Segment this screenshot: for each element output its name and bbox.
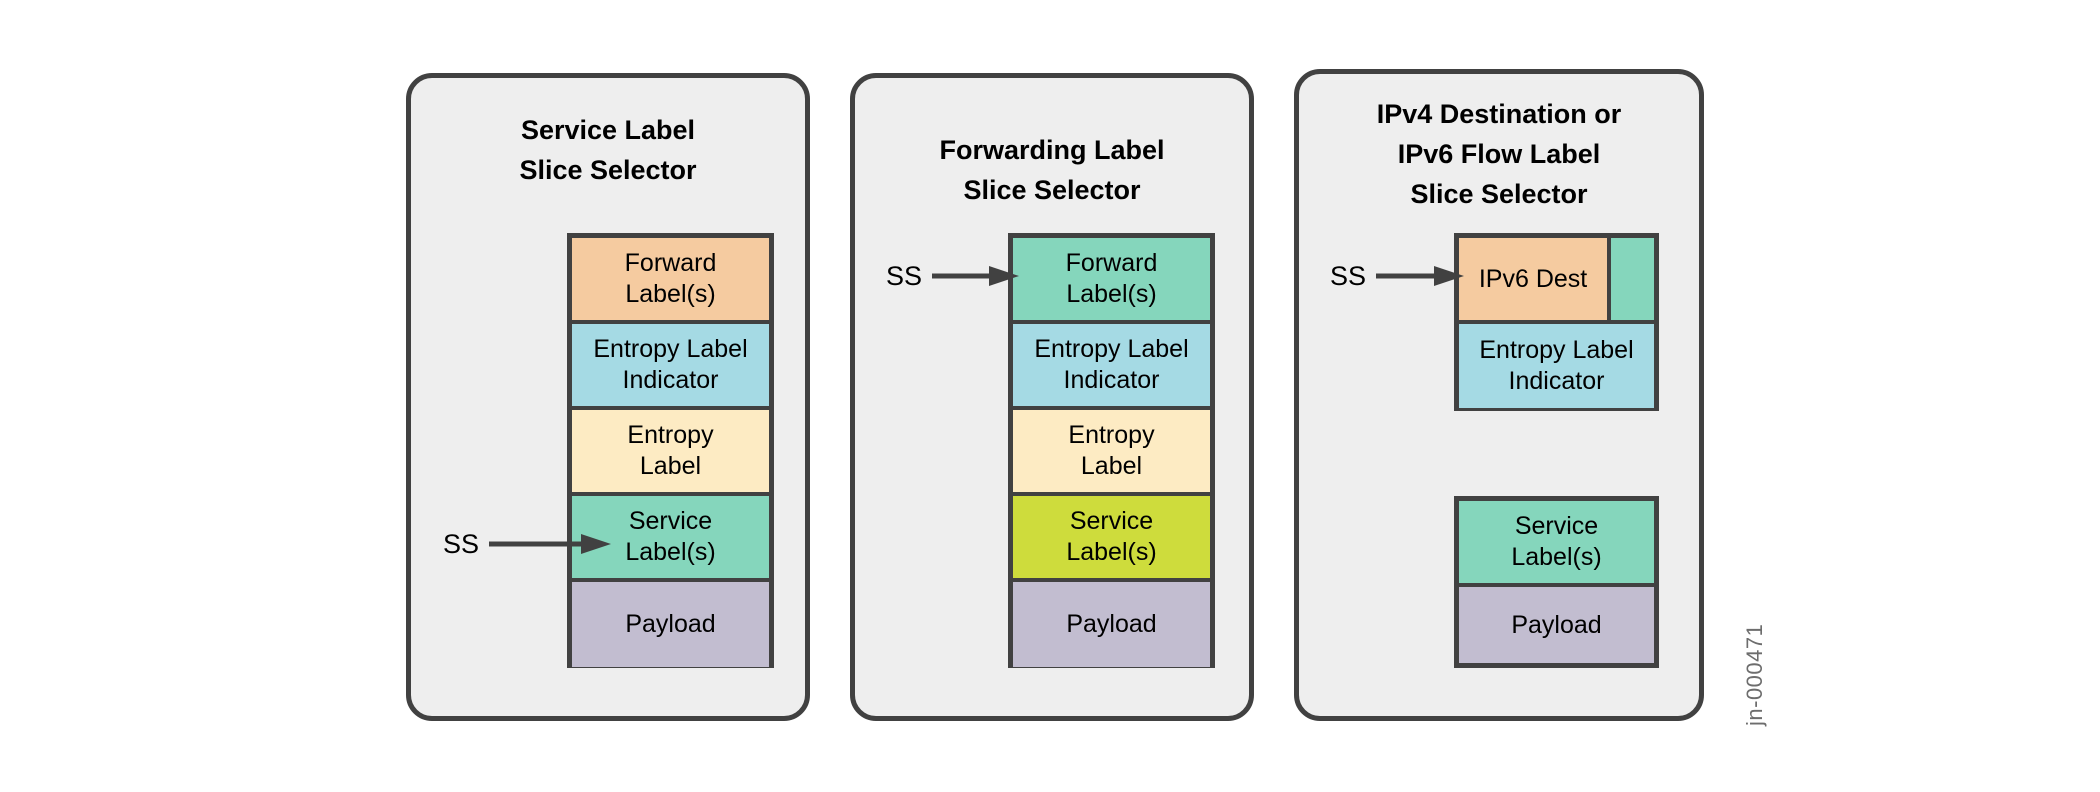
ss-annotation-panel-2: SS: [886, 258, 1020, 294]
row-label: Forward Label(s): [1065, 249, 1158, 308]
row-label: Payload: [1511, 610, 1602, 639]
row-payload: Payload: [1459, 587, 1654, 663]
row-payload: Payload: [572, 582, 769, 667]
panel-title: Service Label Slice Selector: [519, 115, 697, 185]
row-label: Service Label(s): [1511, 512, 1602, 571]
stack-service-label: Forward Label(s) Entropy Label Indicator…: [567, 233, 774, 668]
row-ipv6-dest: IPv6 Dest: [1459, 238, 1654, 324]
row-service-labels: Service Label(s): [1013, 496, 1210, 582]
row-label: Service Label(s): [1066, 507, 1157, 566]
row-label: Forward Label(s): [624, 249, 717, 308]
ss-label: SS: [443, 529, 480, 559]
row-label: Entropy Label Indicator: [593, 335, 748, 394]
arrow-right-icon: [1376, 258, 1465, 294]
stack-forwarding-label: Forward Label(s) Entropy Label Indicator…: [1008, 233, 1215, 668]
row-entropy-label-indicator: Entropy Label Indicator: [572, 324, 769, 410]
cell-flow-label-strip: [1611, 238, 1654, 320]
row-label: Entropy Label: [1068, 421, 1155, 480]
arrow-right-icon: [932, 258, 1020, 294]
row-entropy-label-indicator: Entropy Label Indicator: [1459, 324, 1654, 408]
ss-label: SS: [886, 261, 923, 291]
row-entropy-label: Entropy Label: [1013, 410, 1210, 496]
row-payload: Payload: [1013, 582, 1210, 667]
ss-annotation-panel-3: SS: [1330, 258, 1465, 294]
ss-label: SS: [1330, 261, 1367, 291]
row-label: Service Label(s): [625, 507, 716, 566]
row-label: Entropy Label Indicator: [1479, 336, 1634, 395]
row-service-labels: Service Label(s): [1459, 501, 1654, 587]
row-entropy-label-indicator: Entropy Label Indicator: [1013, 324, 1210, 410]
arrow-right-icon: [489, 526, 612, 562]
row-label: Payload: [1066, 610, 1157, 638]
row-label: Entropy Label Indicator: [1034, 335, 1189, 394]
row-entropy-label: Entropy Label: [572, 410, 769, 496]
figure-watermark: jn-000471: [1742, 623, 1767, 726]
cell-ipv6-dest: IPv6 Dest: [1459, 238, 1612, 320]
ss-annotation-panel-1: SS: [443, 526, 612, 562]
row-label: IPv6 Dest: [1478, 264, 1588, 293]
stack-ipv6-header: IPv6 Dest Entropy Label Indicator: [1454, 233, 1659, 411]
row-forward-labels: Forward Label(s): [572, 238, 769, 324]
panel-title: Forwarding Label Slice Selector: [939, 135, 1165, 205]
row-forward-labels: Forward Label(s): [1013, 238, 1210, 324]
stack-ipv6-payload: Service Label(s) Payload: [1454, 496, 1659, 668]
row-label: Payload: [625, 610, 716, 638]
row-service-labels: Service Label(s): [572, 496, 769, 582]
panel-title: IPv4 Destination or IPv6 Flow Label Slic…: [1376, 99, 1622, 209]
row-label: Entropy Label: [627, 421, 714, 480]
